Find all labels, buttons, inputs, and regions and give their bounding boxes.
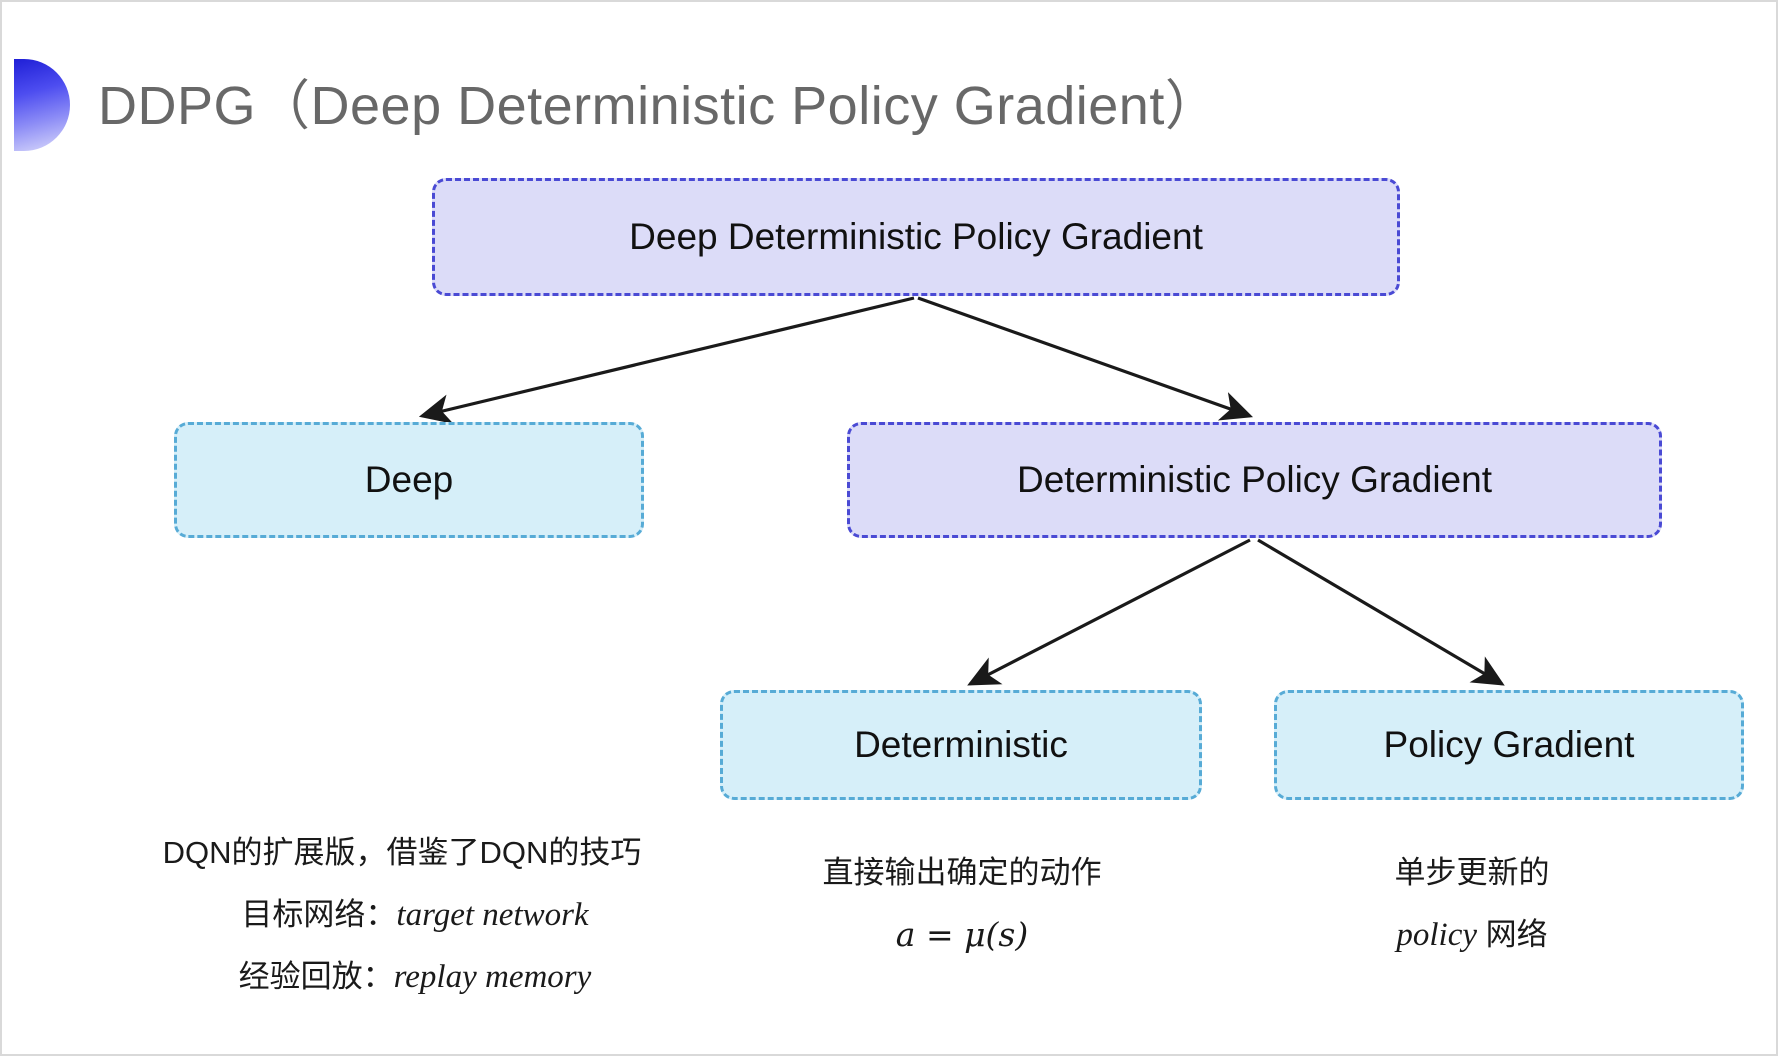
- caption-policy-gradient-line2: policy 网络: [1232, 904, 1712, 966]
- node-policy-gradient[interactable]: Policy Gradient: [1274, 690, 1744, 800]
- caption-policy-gradient-suffix: 网络: [1477, 917, 1548, 952]
- node-root[interactable]: Deep Deterministic Policy Gradient: [432, 178, 1400, 296]
- caption-policy-gradient-line1: 单步更新的: [1394, 855, 1550, 890]
- edge-dpg-to-policy-gradient: [1257, 538, 1505, 686]
- title-decoration-icon: [14, 59, 70, 151]
- node-deterministic[interactable]: Deterministic: [720, 690, 1202, 800]
- caption-policy-gradient: 单步更新的 policy 网络: [1232, 842, 1712, 966]
- edge-root-to-deep: [418, 296, 915, 424]
- caption-deep: DQN的扩展版，借鉴了DQN的技巧 目标网络：target network 经验…: [92, 822, 712, 1008]
- caption-deterministic-formula: a = μ(s): [895, 915, 1029, 954]
- caption-deep-line3: 经验回放：replay memory: [92, 946, 712, 1008]
- caption-deep-line2-label: 目标网络：: [241, 897, 397, 932]
- caption-policy-gradient-term: policy: [1396, 917, 1477, 953]
- node-deterministic-policy-gradient[interactable]: Deterministic Policy Gradient: [847, 422, 1662, 538]
- page-title: DDPG（Deep Deterministic Policy Gradient）: [98, 76, 1220, 136]
- caption-deterministic: 直接输出确定的动作 a = μ(s): [702, 842, 1222, 966]
- caption-deterministic-line1: 直接输出确定的动作: [822, 855, 1102, 890]
- caption-deep-line2: 目标网络：target network: [92, 884, 712, 946]
- caption-deep-line3-label: 经验回放：: [238, 959, 394, 994]
- caption-deep-line2-term: target network: [396, 897, 589, 933]
- edge-root-to-dpg: [917, 296, 1254, 421]
- node-deep[interactable]: Deep: [174, 422, 644, 538]
- caption-deep-line3-term: replay memory: [393, 959, 592, 995]
- caption-deep-line1: DQN的扩展版，借鉴了DQN的技巧: [162, 835, 642, 870]
- edge-dpg-to-deterministic: [967, 538, 1251, 686]
